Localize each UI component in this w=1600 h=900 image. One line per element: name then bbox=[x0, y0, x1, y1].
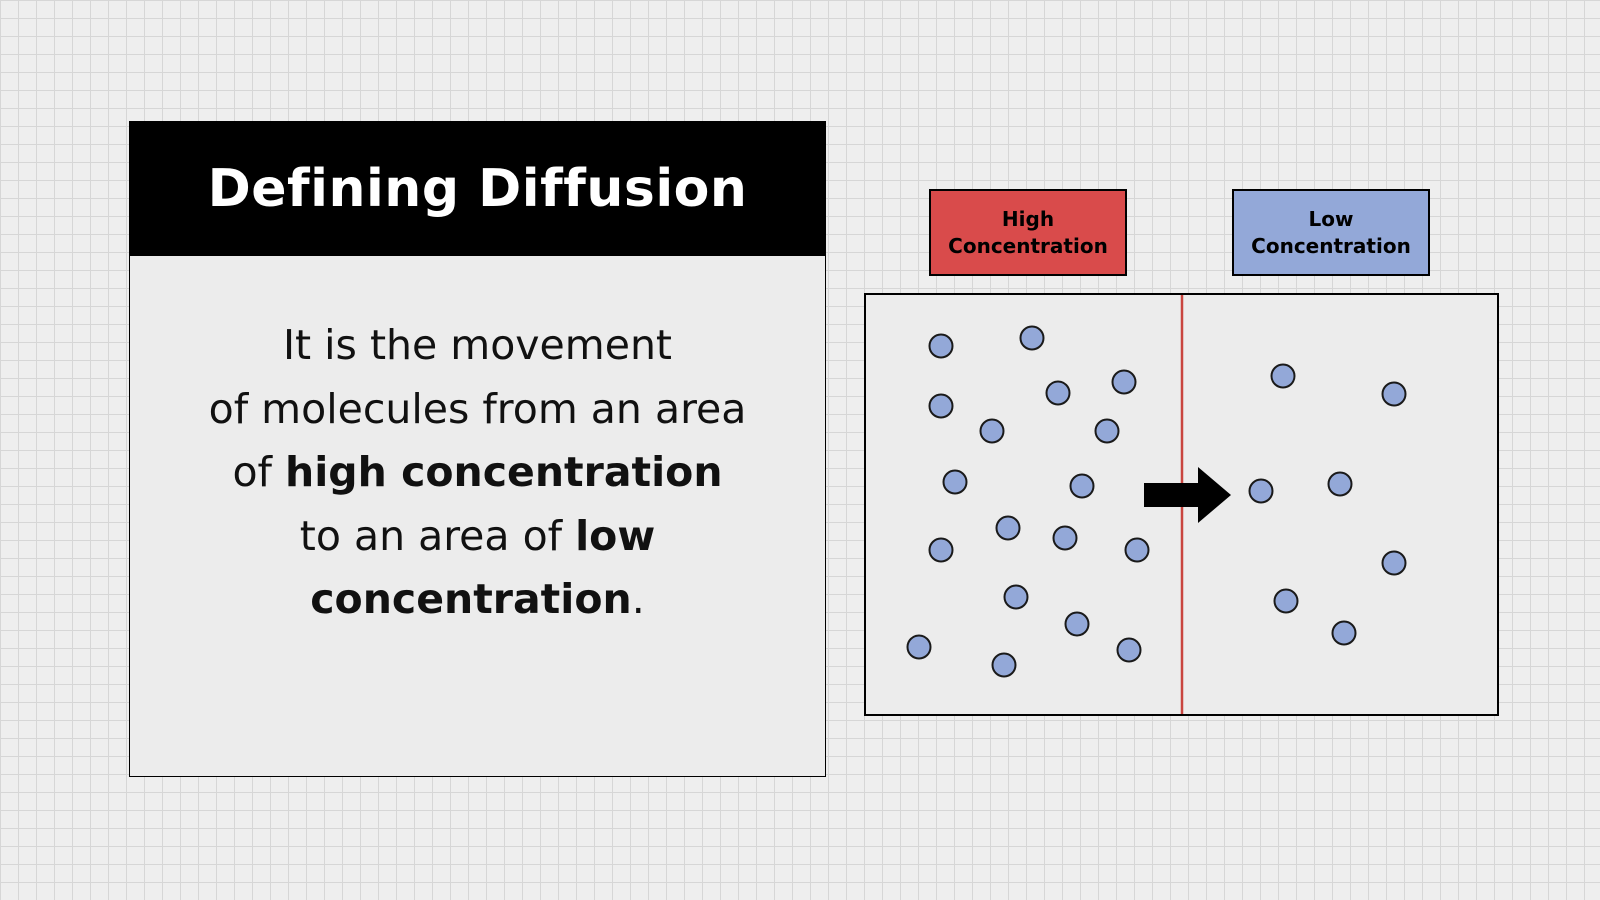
molecule bbox=[1381, 381, 1407, 407]
low-concentration-label: Low Concentration bbox=[1232, 189, 1430, 276]
molecule bbox=[928, 537, 954, 563]
molecule bbox=[1124, 537, 1150, 563]
molecule bbox=[1045, 380, 1071, 406]
definition-line-3-prefix: of bbox=[232, 448, 286, 496]
molecule bbox=[928, 333, 954, 359]
high-label-line-1: High bbox=[1001, 206, 1055, 231]
definition-line-4: to an area of low bbox=[130, 505, 825, 569]
molecule bbox=[1116, 637, 1142, 663]
definition-text: It is the movement of molecules from an … bbox=[130, 314, 825, 632]
definition-line-5: concentration. bbox=[130, 568, 825, 632]
molecule bbox=[1019, 325, 1045, 351]
concentration-emphasis: concentration bbox=[310, 575, 632, 623]
molecule bbox=[995, 515, 1021, 541]
molecule bbox=[1064, 611, 1090, 637]
molecule bbox=[1270, 363, 1296, 389]
definition-line-1: It is the movement bbox=[282, 321, 673, 369]
high-concentration-emphasis: high concentration bbox=[285, 448, 723, 496]
molecule bbox=[991, 652, 1017, 678]
low-label-line-1: Low bbox=[1308, 206, 1354, 231]
diffusion-arrow-icon bbox=[1144, 467, 1231, 523]
molecule bbox=[1003, 584, 1029, 610]
definition-line-3: of high concentration bbox=[130, 441, 825, 505]
molecule bbox=[1381, 550, 1407, 576]
low-emphasis: low bbox=[575, 511, 656, 560]
diffusion-diagram bbox=[864, 293, 1499, 716]
definition-period: . bbox=[631, 575, 645, 623]
molecule bbox=[979, 418, 1005, 444]
molecule bbox=[928, 393, 954, 419]
high-label-line-2: Concentration bbox=[948, 233, 1108, 258]
card-header: Defining Diffusion bbox=[130, 122, 825, 256]
molecule bbox=[906, 634, 932, 660]
molecules-low-side bbox=[1248, 363, 1407, 646]
definition-card: Defining Diffusion It is the movement of… bbox=[129, 121, 826, 777]
molecule bbox=[1331, 620, 1357, 646]
low-label-line-2: Concentration bbox=[1251, 233, 1411, 258]
molecules-high-side bbox=[906, 325, 1150, 678]
molecule bbox=[1111, 369, 1137, 395]
definition-line-2: of molecules from an area bbox=[208, 384, 747, 433]
molecule bbox=[1094, 418, 1120, 444]
molecule bbox=[1248, 478, 1274, 504]
molecule bbox=[1052, 525, 1078, 551]
high-concentration-label: High Concentration bbox=[929, 189, 1127, 276]
molecule bbox=[942, 469, 968, 495]
definition-line-4-prefix: to an area of bbox=[299, 511, 576, 560]
card-title: Defining Diffusion bbox=[207, 159, 748, 219]
molecule bbox=[1273, 588, 1299, 614]
molecule bbox=[1327, 471, 1353, 497]
molecule bbox=[1069, 473, 1095, 499]
